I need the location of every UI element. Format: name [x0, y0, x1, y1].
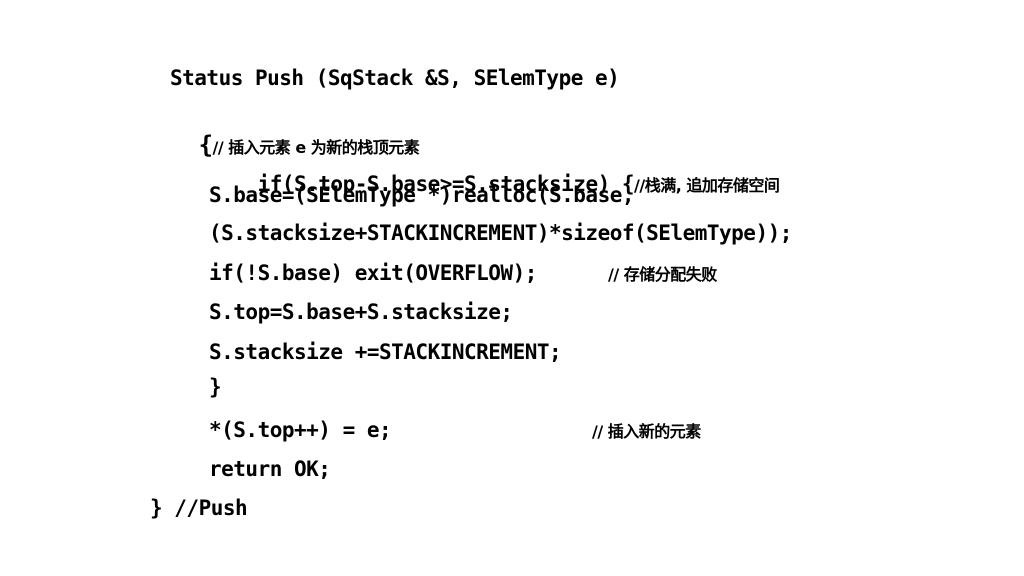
push-elem-comment: // 插入新的元素	[592, 422, 701, 441]
inc-size-statement: S.stacksize +=STACKINCREMENT;	[209, 340, 562, 364]
function-signature: Status Push (SqStack &S, SElemType e)	[170, 66, 620, 90]
if-full-comment: //栈满, 追加存储空间	[634, 176, 780, 195]
open-brace: {	[198, 131, 213, 159]
open-comment: // 插入元素 e 为新的栈顶元素	[212, 138, 420, 157]
if-full-statement: if(S.top-S.base>=S.stacksize) {	[257, 172, 635, 196]
push-elem-statement: *(S.top++) = e;	[209, 418, 392, 442]
realloc-line-2: (S.stacksize+STACKINCREMENT)*sizeof(SEle…	[209, 221, 792, 245]
if-base-statement: if(!S.base) exit(OVERFLOW);	[209, 261, 537, 285]
realloc-line-1: S.base=(SElemType *)realloc(S.base,	[209, 183, 635, 207]
if-full-line: if(S.top-S.base>=S.stacksize) {//栈满, 追加存…	[209, 142, 780, 228]
if-base-comment: // 存储分配失败	[608, 265, 717, 284]
inner-close-brace: }	[209, 375, 222, 399]
close-brace-line: } //Push	[150, 496, 248, 520]
set-top-statement: S.top=S.base+S.stacksize;	[209, 300, 513, 324]
return-statement: return OK;	[209, 457, 331, 481]
open-brace-line: {// 插入元素 e 为新的栈顶元素	[150, 103, 420, 190]
